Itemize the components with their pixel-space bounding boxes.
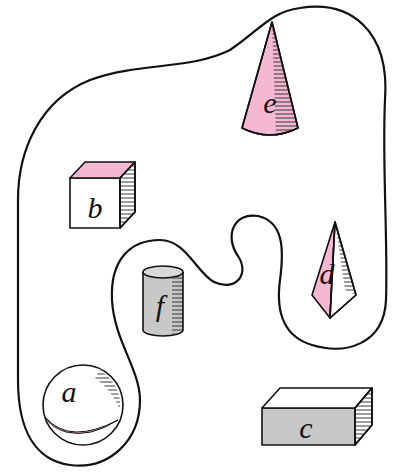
cube [70,162,135,228]
shape-letter: e [263,88,276,118]
sphere [43,365,123,445]
region-outline [18,7,386,466]
shape-letter: c [299,413,312,443]
shape-letter: b [88,193,103,223]
shape-letter: d [320,259,335,289]
shape-letter: f [156,291,164,321]
cone [242,22,298,136]
shape-letter: a [62,377,77,407]
pyramid [312,222,356,318]
cylinder [143,266,183,336]
box [262,388,372,445]
